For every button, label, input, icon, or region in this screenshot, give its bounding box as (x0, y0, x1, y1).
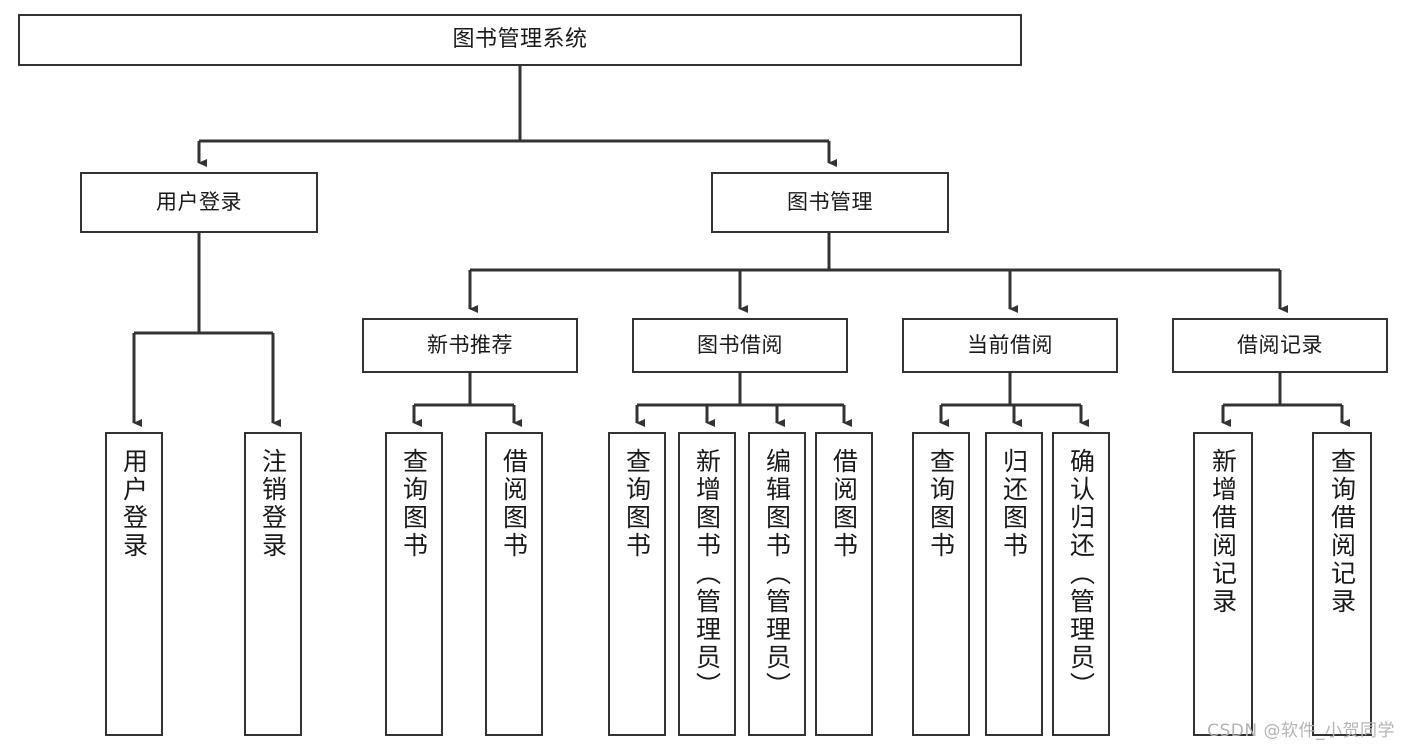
edges-bookborrow-to-leaves (635, 373, 852, 427)
node-leaf-borrow-book-2[interactable]: 借阅图书 (815, 432, 873, 736)
node-root[interactable]: 图书管理系统 (18, 14, 1022, 66)
node-new-book-recommend-label: 新书推荐 (427, 333, 513, 358)
node-book-manage[interactable]: 图书管理 (711, 172, 949, 233)
node-leaf-user-login-label: 用户登录 (119, 448, 149, 560)
edges-root-to-level1 (197, 66, 837, 167)
node-user-login[interactable]: 用户登录 (80, 172, 318, 233)
edges-bookmanage-to-level2 (468, 233, 1288, 313)
edges-newbook-to-leaves (412, 373, 522, 427)
node-leaf-borrow-book-2-label: 借阅图书 (829, 448, 859, 560)
edges-currentborrow-to-leaves (939, 373, 1089, 427)
node-leaf-user-logout-label: 注销登录 (258, 448, 288, 560)
node-leaf-query-book-3[interactable]: 查询图书 (912, 432, 970, 736)
node-leaf-query-book-2-label: 查询图书 (622, 448, 652, 560)
watermark-text: CSDN @软件_小贺同学 (1207, 721, 1395, 741)
node-current-borrow-label: 当前借阅 (967, 333, 1053, 358)
node-leaf-return-book-label: 归还图书 (999, 448, 1029, 560)
node-leaf-query-book-1-label: 查询图书 (399, 448, 429, 560)
node-leaf-query-book-2[interactable]: 查询图书 (608, 432, 666, 736)
node-borrow-record[interactable]: 借阅记录 (1172, 318, 1388, 373)
node-leaf-query-borrow-record-label: 查询借阅记录 (1327, 448, 1357, 616)
node-book-borrow[interactable]: 图书借阅 (632, 318, 848, 373)
node-leaf-return-book[interactable]: 归还图书 (985, 432, 1043, 736)
node-root-label: 图书管理系统 (452, 26, 588, 52)
node-new-book-recommend[interactable]: 新书推荐 (362, 318, 578, 373)
node-leaf-query-book-3-label: 查询图书 (926, 448, 956, 560)
node-leaf-confirm-return-admin[interactable]: 确认归还（管理员） (1052, 432, 1110, 736)
edges-userlogin-to-leaves (132, 233, 281, 427)
node-leaf-confirm-return-admin-label: 确认归还（管理员） (1066, 448, 1096, 700)
node-borrow-record-label: 借阅记录 (1237, 333, 1323, 358)
node-book-borrow-label: 图书借阅 (697, 333, 783, 358)
node-leaf-borrow-book-1[interactable]: 借阅图书 (485, 432, 543, 736)
node-book-manage-label: 图书管理 (787, 190, 873, 215)
node-leaf-edit-book-admin[interactable]: 编辑图书（管理员） (748, 432, 806, 736)
node-user-login-label: 用户登录 (156, 190, 242, 215)
node-leaf-borrow-book-1-label: 借阅图书 (499, 448, 529, 560)
node-leaf-add-borrow-record-label: 新增借阅记录 (1208, 448, 1238, 616)
node-leaf-user-logout[interactable]: 注销登录 (244, 432, 302, 736)
node-leaf-add-book-admin-label: 新增图书（管理员） (692, 448, 722, 700)
node-leaf-user-login[interactable]: 用户登录 (105, 432, 163, 736)
node-leaf-query-borrow-record[interactable]: 查询借阅记录 (1312, 432, 1372, 736)
node-leaf-query-book-1[interactable]: 查询图书 (385, 432, 443, 736)
node-leaf-add-borrow-record[interactable]: 新增借阅记录 (1193, 432, 1253, 736)
node-current-borrow[interactable]: 当前借阅 (902, 318, 1118, 373)
edges-borrowrecord-to-leaves (1221, 373, 1350, 427)
node-leaf-edit-book-admin-label: 编辑图书（管理员） (762, 448, 792, 700)
node-leaf-add-book-admin[interactable]: 新增图书（管理员） (678, 432, 736, 736)
